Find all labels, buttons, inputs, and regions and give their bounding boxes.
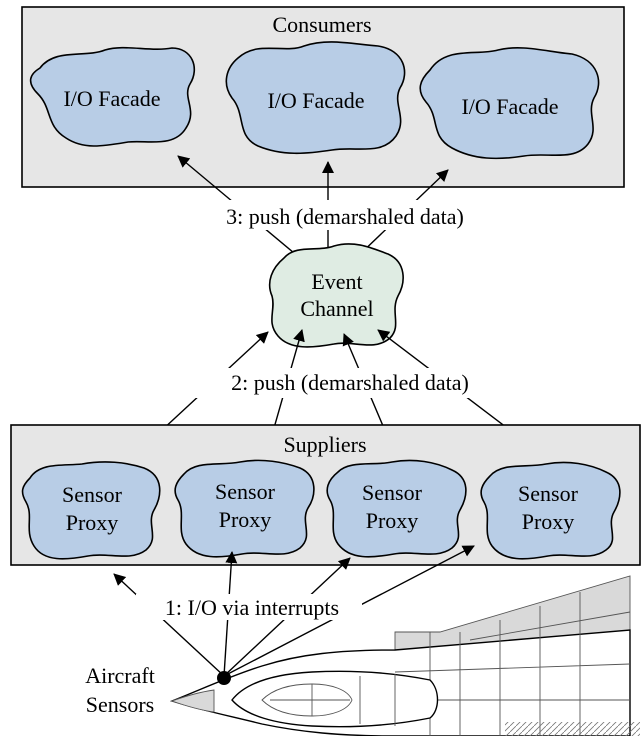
sensor-proxy-line1: Sensor xyxy=(62,482,123,507)
event-channel-line2: Channel xyxy=(300,296,373,321)
sensor-proxy-line2: Proxy xyxy=(66,510,119,535)
io-facade-label: I/O Facade xyxy=(63,86,160,111)
label-backdrop xyxy=(186,368,512,398)
sensor-proxy-line2: Proxy xyxy=(219,507,272,532)
sensor-proxy-line1: Sensor xyxy=(518,481,579,506)
sensor-proxy-2: Sensor Proxy xyxy=(174,459,315,558)
sensor-proxy-1: Sensor Proxy xyxy=(21,461,161,560)
io-facade-2: I/O Facade xyxy=(225,41,406,155)
aircraft-label-line1: Aircraft xyxy=(85,663,155,688)
suppliers-title: Suppliers xyxy=(283,432,366,457)
label-backdrop xyxy=(192,200,504,230)
aircraft-label-line2: Sensors xyxy=(86,692,154,717)
aircraft-illustration xyxy=(169,575,640,736)
label-backdrop xyxy=(136,594,362,620)
sensor-proxy-line2: Proxy xyxy=(366,508,419,533)
io-arrow xyxy=(113,573,225,677)
consumers-title: Consumers xyxy=(273,12,372,37)
push-3-label: 3: push (demarshaled data) xyxy=(226,204,464,229)
io-label: 1: I/O via interrupts xyxy=(165,595,339,620)
sensor-proxy-line2: Proxy xyxy=(522,509,575,534)
io-facade-label: I/O Facade xyxy=(461,94,558,119)
ground-hatch xyxy=(505,722,640,736)
event-channel-line1: Event xyxy=(311,269,362,294)
consumers-group: Consumers I/O Facade I/O Facade I/O Faca… xyxy=(21,6,625,188)
sensor-proxy-line1: Sensor xyxy=(215,479,276,504)
push-2-label: 2: push (demarshaled data) xyxy=(231,370,469,395)
event-channel: Event Channel xyxy=(268,243,404,348)
io-facade-1: I/O Facade xyxy=(29,46,196,147)
sensor-dot xyxy=(217,671,231,685)
io-facade-label: I/O Facade xyxy=(267,88,364,113)
aircraft-canopy xyxy=(231,670,439,728)
io-facade-3: I/O Facade xyxy=(419,47,600,160)
sensor-proxy-line1: Sensor xyxy=(362,480,423,505)
suppliers-group: Suppliers Sensor Proxy Sensor Proxy Sens… xyxy=(10,424,641,566)
sensor-proxy-3: Sensor Proxy xyxy=(326,459,467,558)
sensor-proxy-4: Sensor Proxy xyxy=(480,461,621,560)
label-backdrop xyxy=(240,430,410,456)
